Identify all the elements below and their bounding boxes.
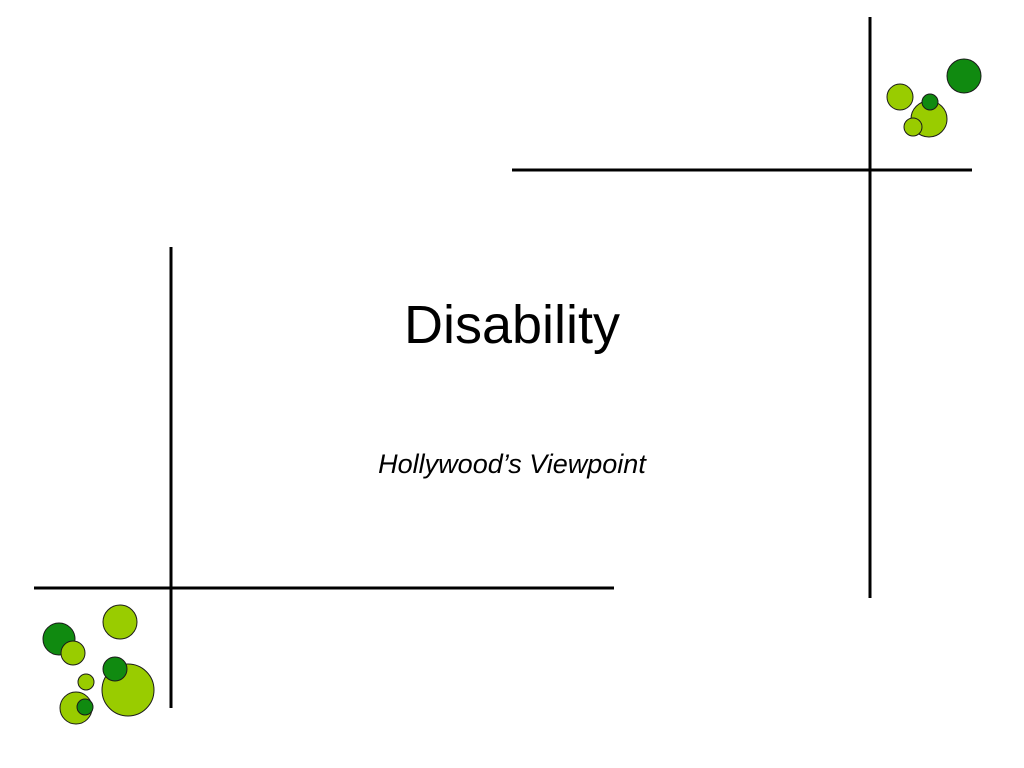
circle-decoration <box>102 656 128 682</box>
circle-decoration <box>921 93 939 111</box>
circle-decoration <box>886 83 914 111</box>
circle-decoration <box>76 698 94 716</box>
top-right-circle-cluster <box>886 58 982 138</box>
circle-decoration <box>60 640 86 666</box>
circle-decoration <box>77 673 95 691</box>
slide-subtitle: Hollywood’s Viewpoint <box>378 449 646 479</box>
circle-decoration <box>102 604 138 640</box>
circle-decoration <box>903 117 923 137</box>
bottom-left-circle-cluster <box>42 604 155 725</box>
slide-title: Disability <box>403 295 621 355</box>
circle-decoration <box>946 58 982 94</box>
